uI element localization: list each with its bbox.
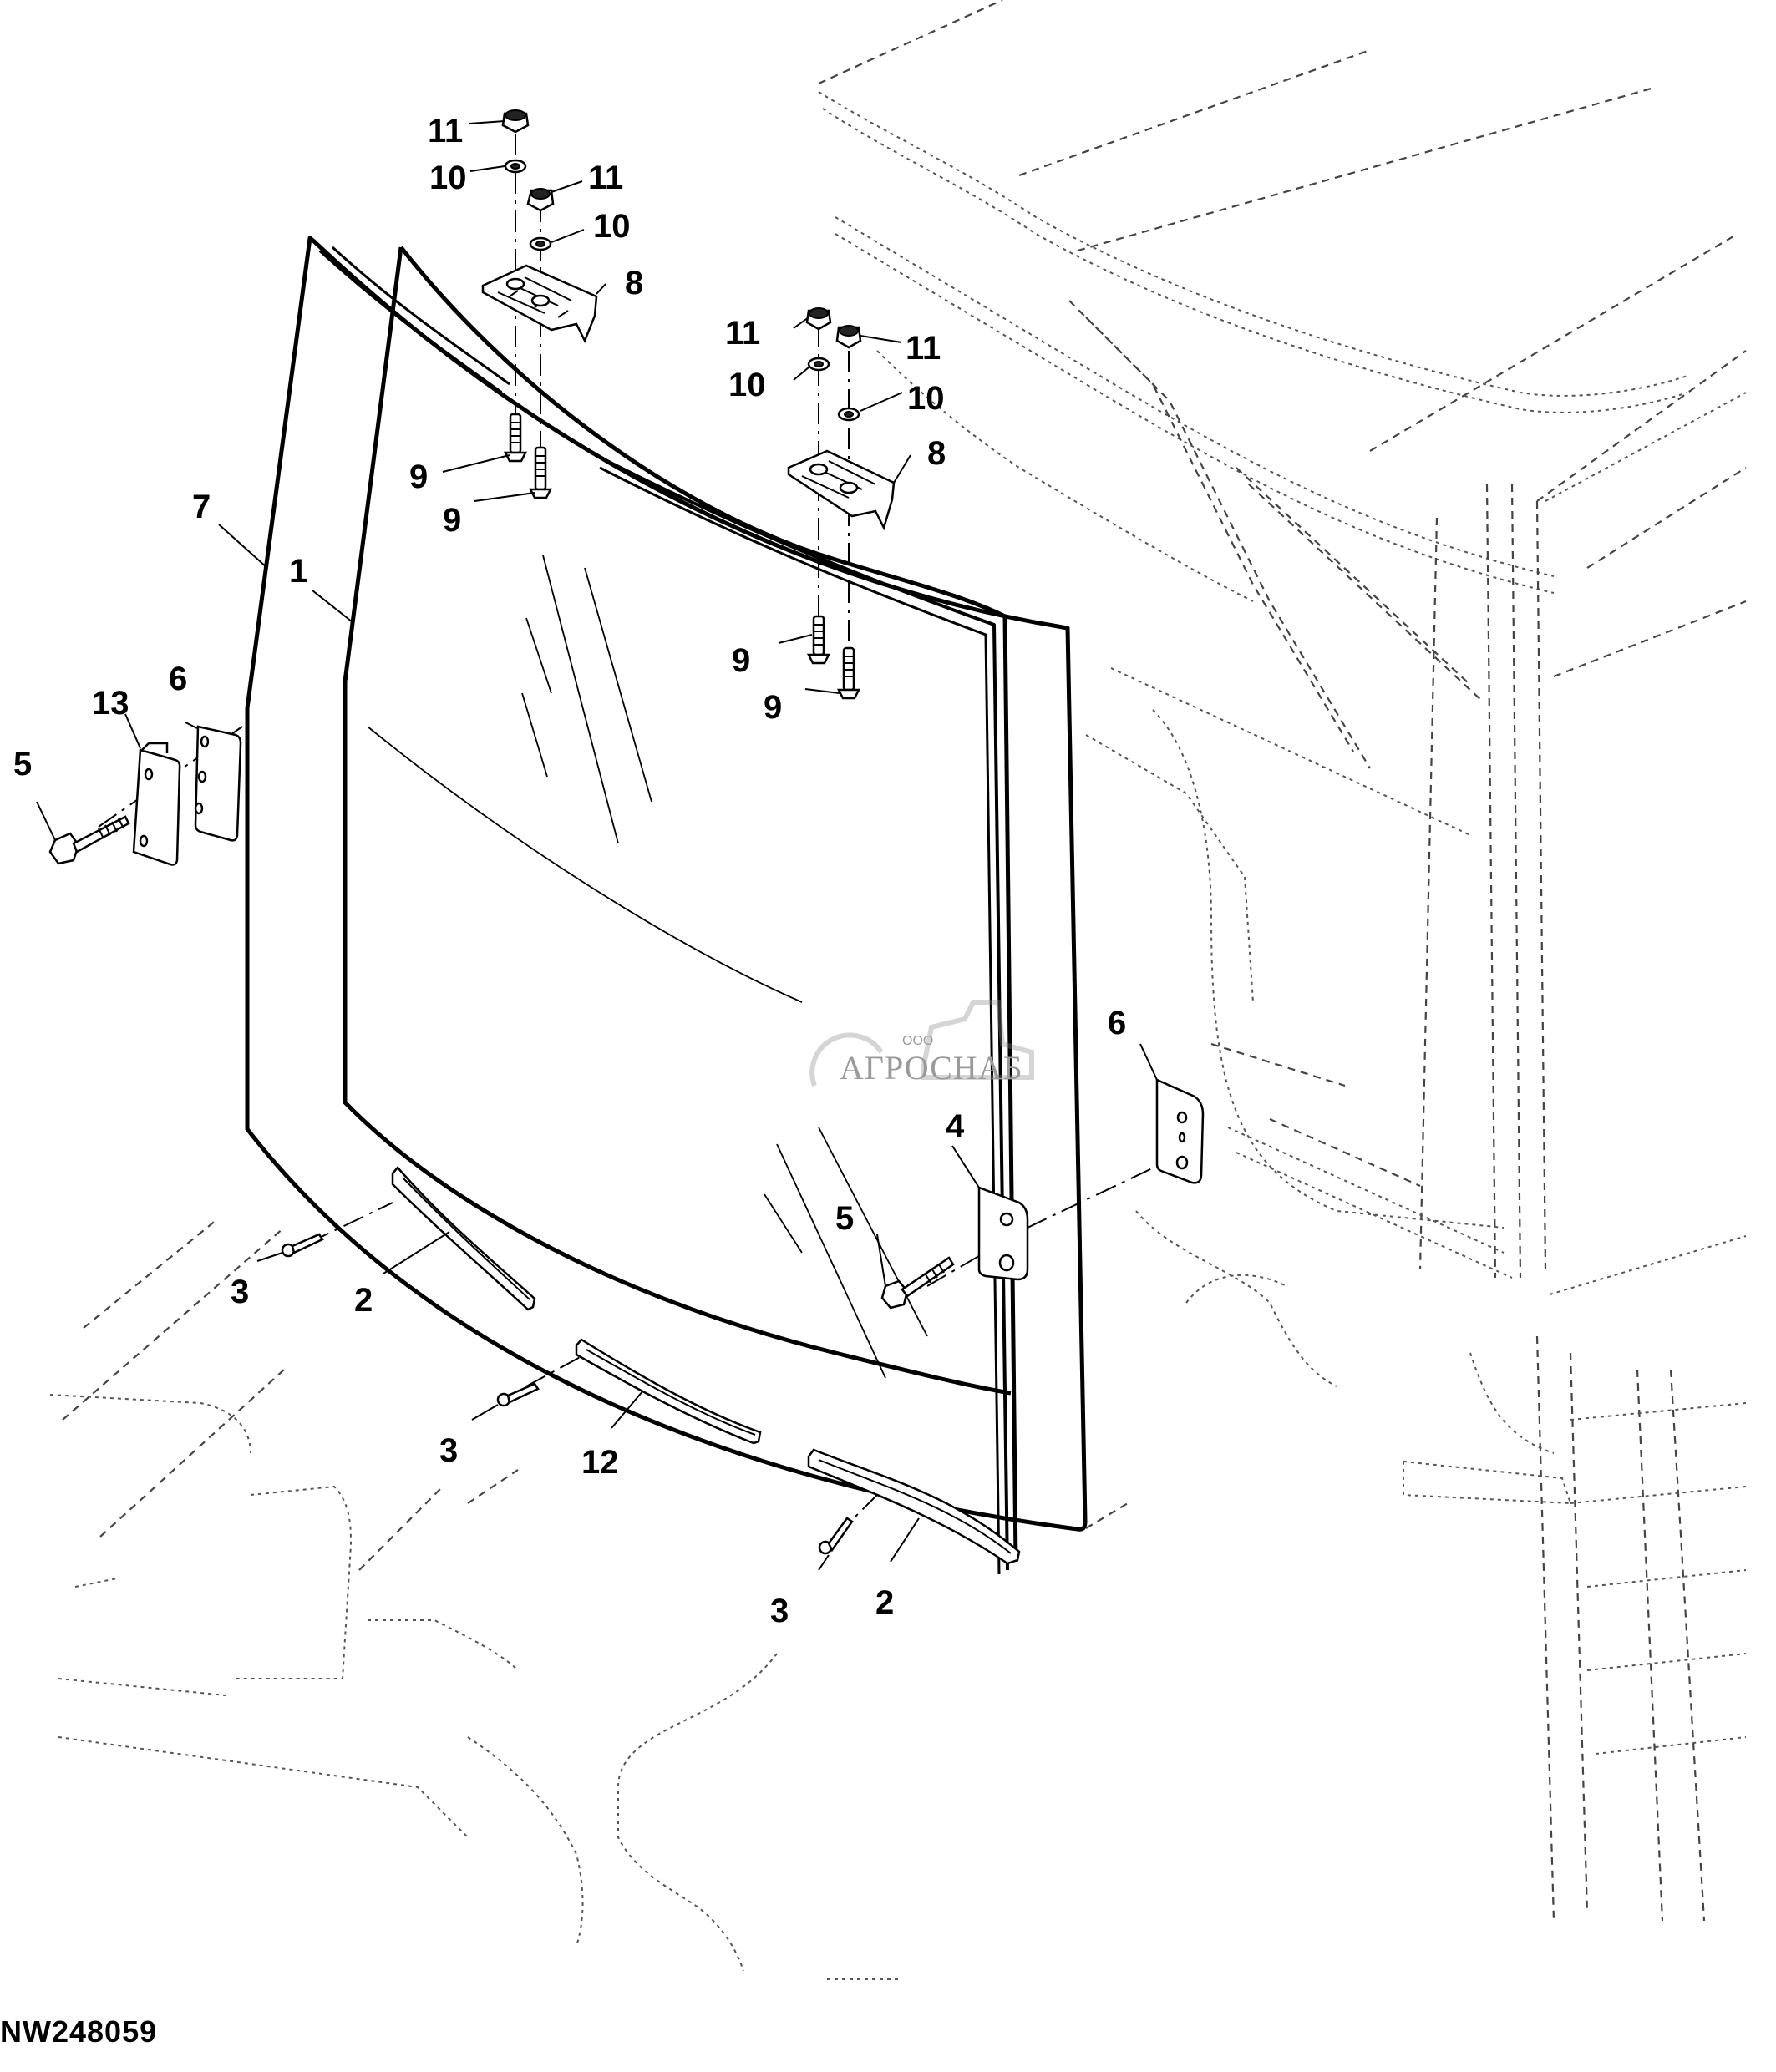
- callout-6: 6: [1108, 1005, 1126, 1041]
- callout-labels: 11 10 11 10 8 11 10 11 10 8 9 9 9 9 7 1 …: [13, 113, 1126, 1629]
- cap-screw-icon[interactable]: [880, 1256, 955, 1310]
- washer-icon[interactable]: [504, 159, 527, 174]
- callout-5: 5: [835, 1200, 854, 1237]
- callout-10: 10: [907, 380, 945, 417]
- lock-nut-icon[interactable]: [835, 325, 862, 349]
- upper-fastener-group-left: [481, 109, 598, 499]
- glass-reflections: [367, 555, 928, 1379]
- callout-1: 1: [289, 553, 307, 590]
- lower-channels: [281, 1166, 1021, 1565]
- callout-9: 9: [443, 502, 461, 539]
- callout-3: 3: [770, 1593, 789, 1629]
- lock-nut-icon[interactable]: [805, 307, 832, 331]
- upper-fastener-group-right: [787, 307, 896, 700]
- harvester-icon: [921, 1000, 1034, 1080]
- left-hinge-group: [48, 725, 243, 866]
- callout-13: 13: [92, 685, 129, 722]
- watermark-name: АГРОСНАБ: [840, 1049, 1023, 1087]
- callout-10: 10: [728, 367, 766, 403]
- lock-nut-icon[interactable]: [526, 188, 555, 212]
- callout-9: 9: [409, 458, 428, 495]
- callout-10: 10: [593, 208, 631, 245]
- right-hinge-group: [880, 1078, 1205, 1310]
- callout-9: 9: [764, 689, 782, 726]
- hinge-bracket-icon[interactable]: [132, 742, 181, 866]
- hinge-plate-icon[interactable]: [977, 1186, 1029, 1281]
- screw-icon[interactable]: [818, 1517, 854, 1555]
- hinge-plate-pad-icon[interactable]: [194, 725, 242, 842]
- callout-11: 11: [725, 315, 760, 352]
- figure-id: NW248059: [0, 2014, 158, 2049]
- callout-12: 12: [581, 1444, 619, 1481]
- lock-nut-icon[interactable]: [501, 109, 530, 134]
- center-glass-channel-icon[interactable]: [575, 1338, 762, 1445]
- outer-glass-panel[interactable]: [245, 236, 1088, 1532]
- upper-latch-bracket-icon[interactable]: [787, 449, 896, 531]
- lower-glass-channel-icon[interactable]: [391, 1166, 536, 1311]
- upper-latch-bracket-icon[interactable]: [481, 264, 598, 344]
- bolt-icon[interactable]: [503, 413, 528, 463]
- callout-9: 9: [732, 642, 750, 679]
- screw-icon[interactable]: [281, 1233, 324, 1258]
- washer-icon[interactable]: [529, 236, 552, 251]
- callout-6: 6: [169, 661, 187, 697]
- watermark-prefix: ООО: [902, 1034, 934, 1048]
- callout-11: 11: [906, 330, 941, 367]
- cab-frame-background: [49, 0, 1747, 1980]
- callout-8: 8: [625, 265, 643, 301]
- lower-glass-channel-icon[interactable]: [807, 1448, 1021, 1565]
- bolt-icon[interactable]: [528, 446, 553, 499]
- callout-10: 10: [429, 160, 467, 196]
- callout-2: 2: [875, 1584, 894, 1621]
- callout-5: 5: [13, 746, 32, 783]
- washer-icon[interactable]: [837, 407, 860, 422]
- hinge-plate-pad-icon[interactable]: [1155, 1078, 1205, 1184]
- cap-screw-icon[interactable]: [48, 815, 130, 865]
- callout-3: 3: [439, 1432, 458, 1469]
- callout-4: 4: [946, 1108, 965, 1145]
- bolt-icon[interactable]: [836, 646, 861, 700]
- callout-2: 2: [354, 1282, 373, 1319]
- callout-11: 11: [588, 160, 623, 196]
- inner-glass-panel[interactable]: [343, 246, 1018, 1575]
- leader-lines: [36, 120, 1158, 1571]
- gear-icon: [809, 1032, 884, 1087]
- bolt-icon[interactable]: [806, 615, 831, 665]
- callout-7: 7: [192, 489, 211, 525]
- callout-8: 8: [927, 435, 946, 472]
- watermark-logo: [809, 1000, 1034, 1087]
- callout-11: 11: [428, 113, 463, 149]
- washer-icon[interactable]: [807, 357, 830, 372]
- callout-3: 3: [231, 1274, 249, 1310]
- screw-icon[interactable]: [496, 1382, 540, 1407]
